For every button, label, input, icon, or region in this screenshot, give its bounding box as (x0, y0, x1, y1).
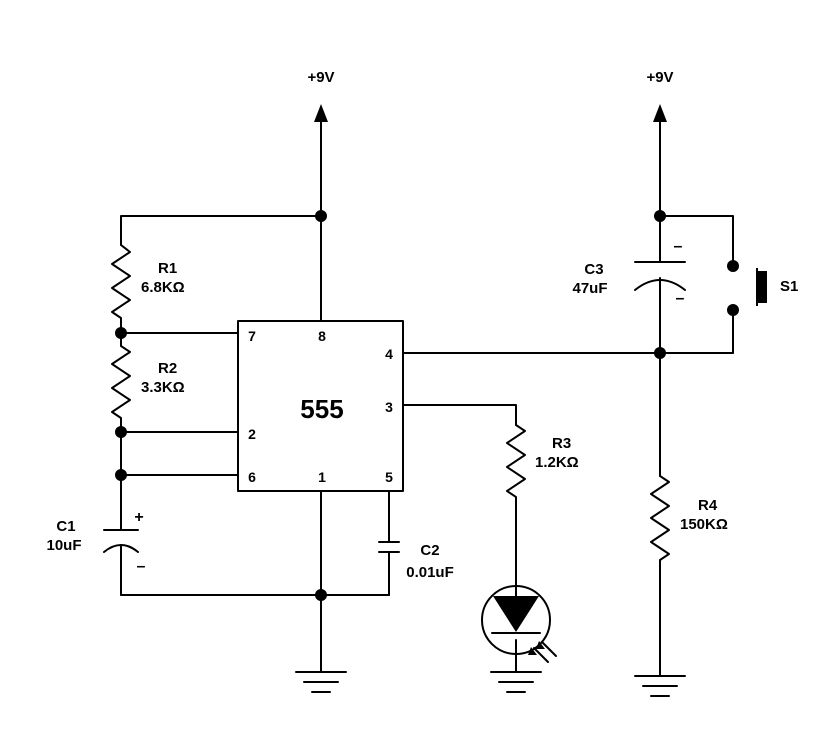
c3-top-sign: – (674, 238, 683, 255)
ground-symbol-right (634, 675, 686, 697)
c3-name: C3 (584, 261, 603, 278)
supply-left-label: +9V (307, 69, 334, 86)
s1-name: S1 (780, 278, 798, 295)
r4-value: 150KΩ (680, 516, 728, 533)
r4-name: R4 (698, 497, 718, 514)
pin-8-label: 8 (318, 328, 326, 344)
supply-right: +9V (646, 69, 674, 217)
ic-label: 555 (300, 394, 343, 424)
ground-symbol-left (295, 671, 347, 693)
component-labels: R1 6.8KΩ R2 3.3KΩ R3 1.2KΩ R4 150KΩ C1 1… (46, 260, 798, 581)
pin-4-label: 4 (385, 346, 393, 362)
pin-5-label: 5 (385, 469, 393, 485)
c1-plus: + (134, 509, 143, 526)
pin-3-label: 3 (385, 399, 393, 415)
pin-2-label: 2 (248, 426, 256, 442)
supply-right-label: +9V (646, 69, 673, 86)
c3-value: 47uF (572, 280, 607, 297)
output-branch (402, 404, 526, 673)
r2-name: R2 (158, 360, 177, 377)
capacitor-c1: + – (103, 509, 146, 596)
supply-left: +9V (307, 69, 335, 217)
c2-name: C2 (420, 542, 439, 559)
junction-dots (115, 210, 666, 601)
capacitor-c2 (378, 541, 400, 553)
c1-name: C1 (56, 518, 75, 535)
pin-6-label: 6 (248, 469, 256, 485)
ic-555: 555 7 8 4 2 3 6 1 5 (237, 320, 404, 492)
led (481, 585, 557, 663)
r1-value: 6.8KΩ (141, 279, 185, 296)
c1-value: 10uF (46, 537, 81, 554)
c1-minus: – (137, 558, 146, 575)
pin-1-label: 1 (318, 469, 326, 485)
c3-bottom-sign: – (676, 290, 685, 307)
capacitor-c3: – – (634, 238, 686, 307)
right-wiring (402, 215, 734, 677)
switch-s1 (727, 260, 767, 316)
pin-7-label: 7 (248, 328, 256, 344)
left-wiring (111, 215, 322, 531)
ground-rail (120, 490, 390, 673)
r1-name: R1 (158, 260, 177, 277)
resistor-r4 (650, 475, 670, 567)
c2-value: 0.01uF (406, 564, 454, 581)
r3-name: R3 (552, 435, 571, 452)
ground-symbol-middle (490, 671, 542, 693)
r2-value: 3.3KΩ (141, 379, 185, 396)
r3-value: 1.2KΩ (535, 454, 579, 471)
